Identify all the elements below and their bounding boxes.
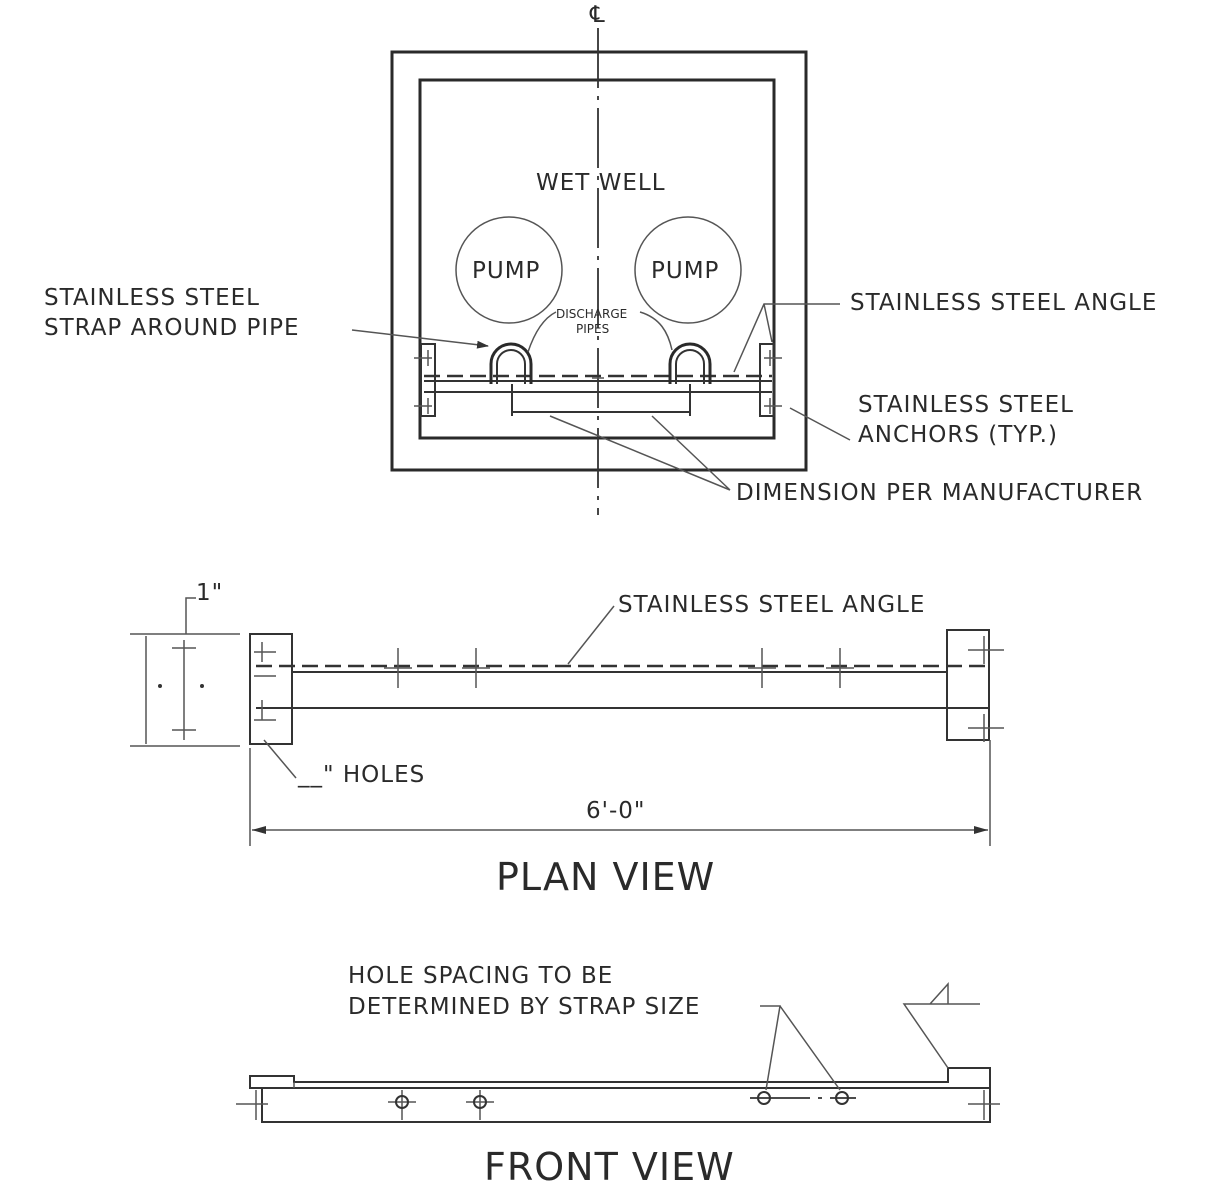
plan-angle-label: STAINLESS STEEL ANGLE: [618, 592, 925, 618]
plan-dot-left: [158, 684, 162, 688]
strap-right-inner: [675, 349, 705, 384]
pump-left-circle: [455, 216, 563, 324]
strap-left-inner: [496, 349, 526, 384]
angle-label: STAINLESS STEEL ANGLE: [850, 290, 1157, 316]
anchors-leader: [789, 407, 851, 441]
front-view-section: HOLE SPACING TO BE DETERMINED BY STRAP S…: [236, 963, 1000, 1189]
front-angle-outline: [249, 1067, 991, 1123]
front-holes: [236, 1090, 1000, 1120]
discharge-label-line1: DISCHARGE: [556, 307, 627, 321]
front-hole-1: [395, 1095, 409, 1109]
front-hole-2: [473, 1095, 487, 1109]
centerline-mark: ℄: [589, 2, 606, 28]
pump-right-circle: [634, 216, 742, 324]
plan-length-ext: [249, 740, 991, 846]
front-note-line1: HOLE SPACING TO BE: [348, 963, 613, 989]
discharge-label-line2: PIPES: [576, 322, 609, 336]
plan-plate-holes: [254, 636, 1004, 742]
strap-left: [489, 342, 533, 384]
strap-right: [668, 342, 712, 384]
left-bracket: [420, 343, 436, 417]
plan-dot-right: [200, 684, 204, 688]
pump-left-label: PUMP: [472, 258, 540, 284]
front-note-leaders: [760, 1005, 841, 1091]
plan-length-label: 6'-0": [586, 798, 645, 824]
plan-view-section: 1" STAINLESS STEEL ANGLE __" HOLES 6'-0"…: [130, 580, 1004, 899]
front-note-line2: DETERMINED BY STRAP SIZE: [348, 994, 700, 1020]
plan-holes-label: __" HOLES: [297, 762, 425, 788]
strap-label-line2: STRAP AROUND PIPE: [44, 315, 300, 341]
dimension-leaders: [549, 415, 731, 491]
weld-symbol: [902, 982, 980, 1069]
left-anchor-marks: [414, 350, 432, 414]
dimension-label: DIMENSION PER MANUFACTURER: [736, 480, 1143, 506]
discharge-leader-right: [639, 311, 673, 351]
wet-well-label: WET WELL: [536, 170, 666, 196]
discharge-leader-left: [527, 311, 557, 353]
right-bracket: [759, 343, 775, 417]
pump-right-label: PUMP: [651, 258, 719, 284]
plan-inch-dim: 1": [196, 580, 223, 606]
plan-hole-marks: [384, 648, 854, 688]
angle-leader: [733, 303, 840, 373]
plan-left-plate: [249, 633, 293, 745]
strap-leader: [351, 329, 489, 349]
plan-side-dims: [130, 633, 240, 747]
dimension-bracket: [511, 384, 691, 416]
front-view-title: FRONT VIEW: [484, 1145, 735, 1189]
wet-well-inner-wall: [418, 78, 776, 440]
anchors-label-line1: STAINLESS STEEL: [858, 392, 1074, 418]
plan-holes-leader: [263, 739, 297, 779]
wet-well-section: ℄ WET WELL PUMP PUMP DISCHARGE PIPES STA…: [44, 2, 1157, 515]
strap-label-line1: STAINLESS STEEL: [44, 285, 260, 311]
anchors-label-line2: ANCHORS (TYP.): [858, 422, 1058, 448]
wet-well-outer-wall: [390, 50, 808, 472]
plan-angle-leader: [567, 605, 615, 665]
right-anchor-marks: [764, 350, 782, 414]
plan-right-plate: [946, 629, 990, 741]
plan-view-title: PLAN VIEW: [496, 855, 715, 899]
plan-inch-leader: [185, 597, 196, 634]
